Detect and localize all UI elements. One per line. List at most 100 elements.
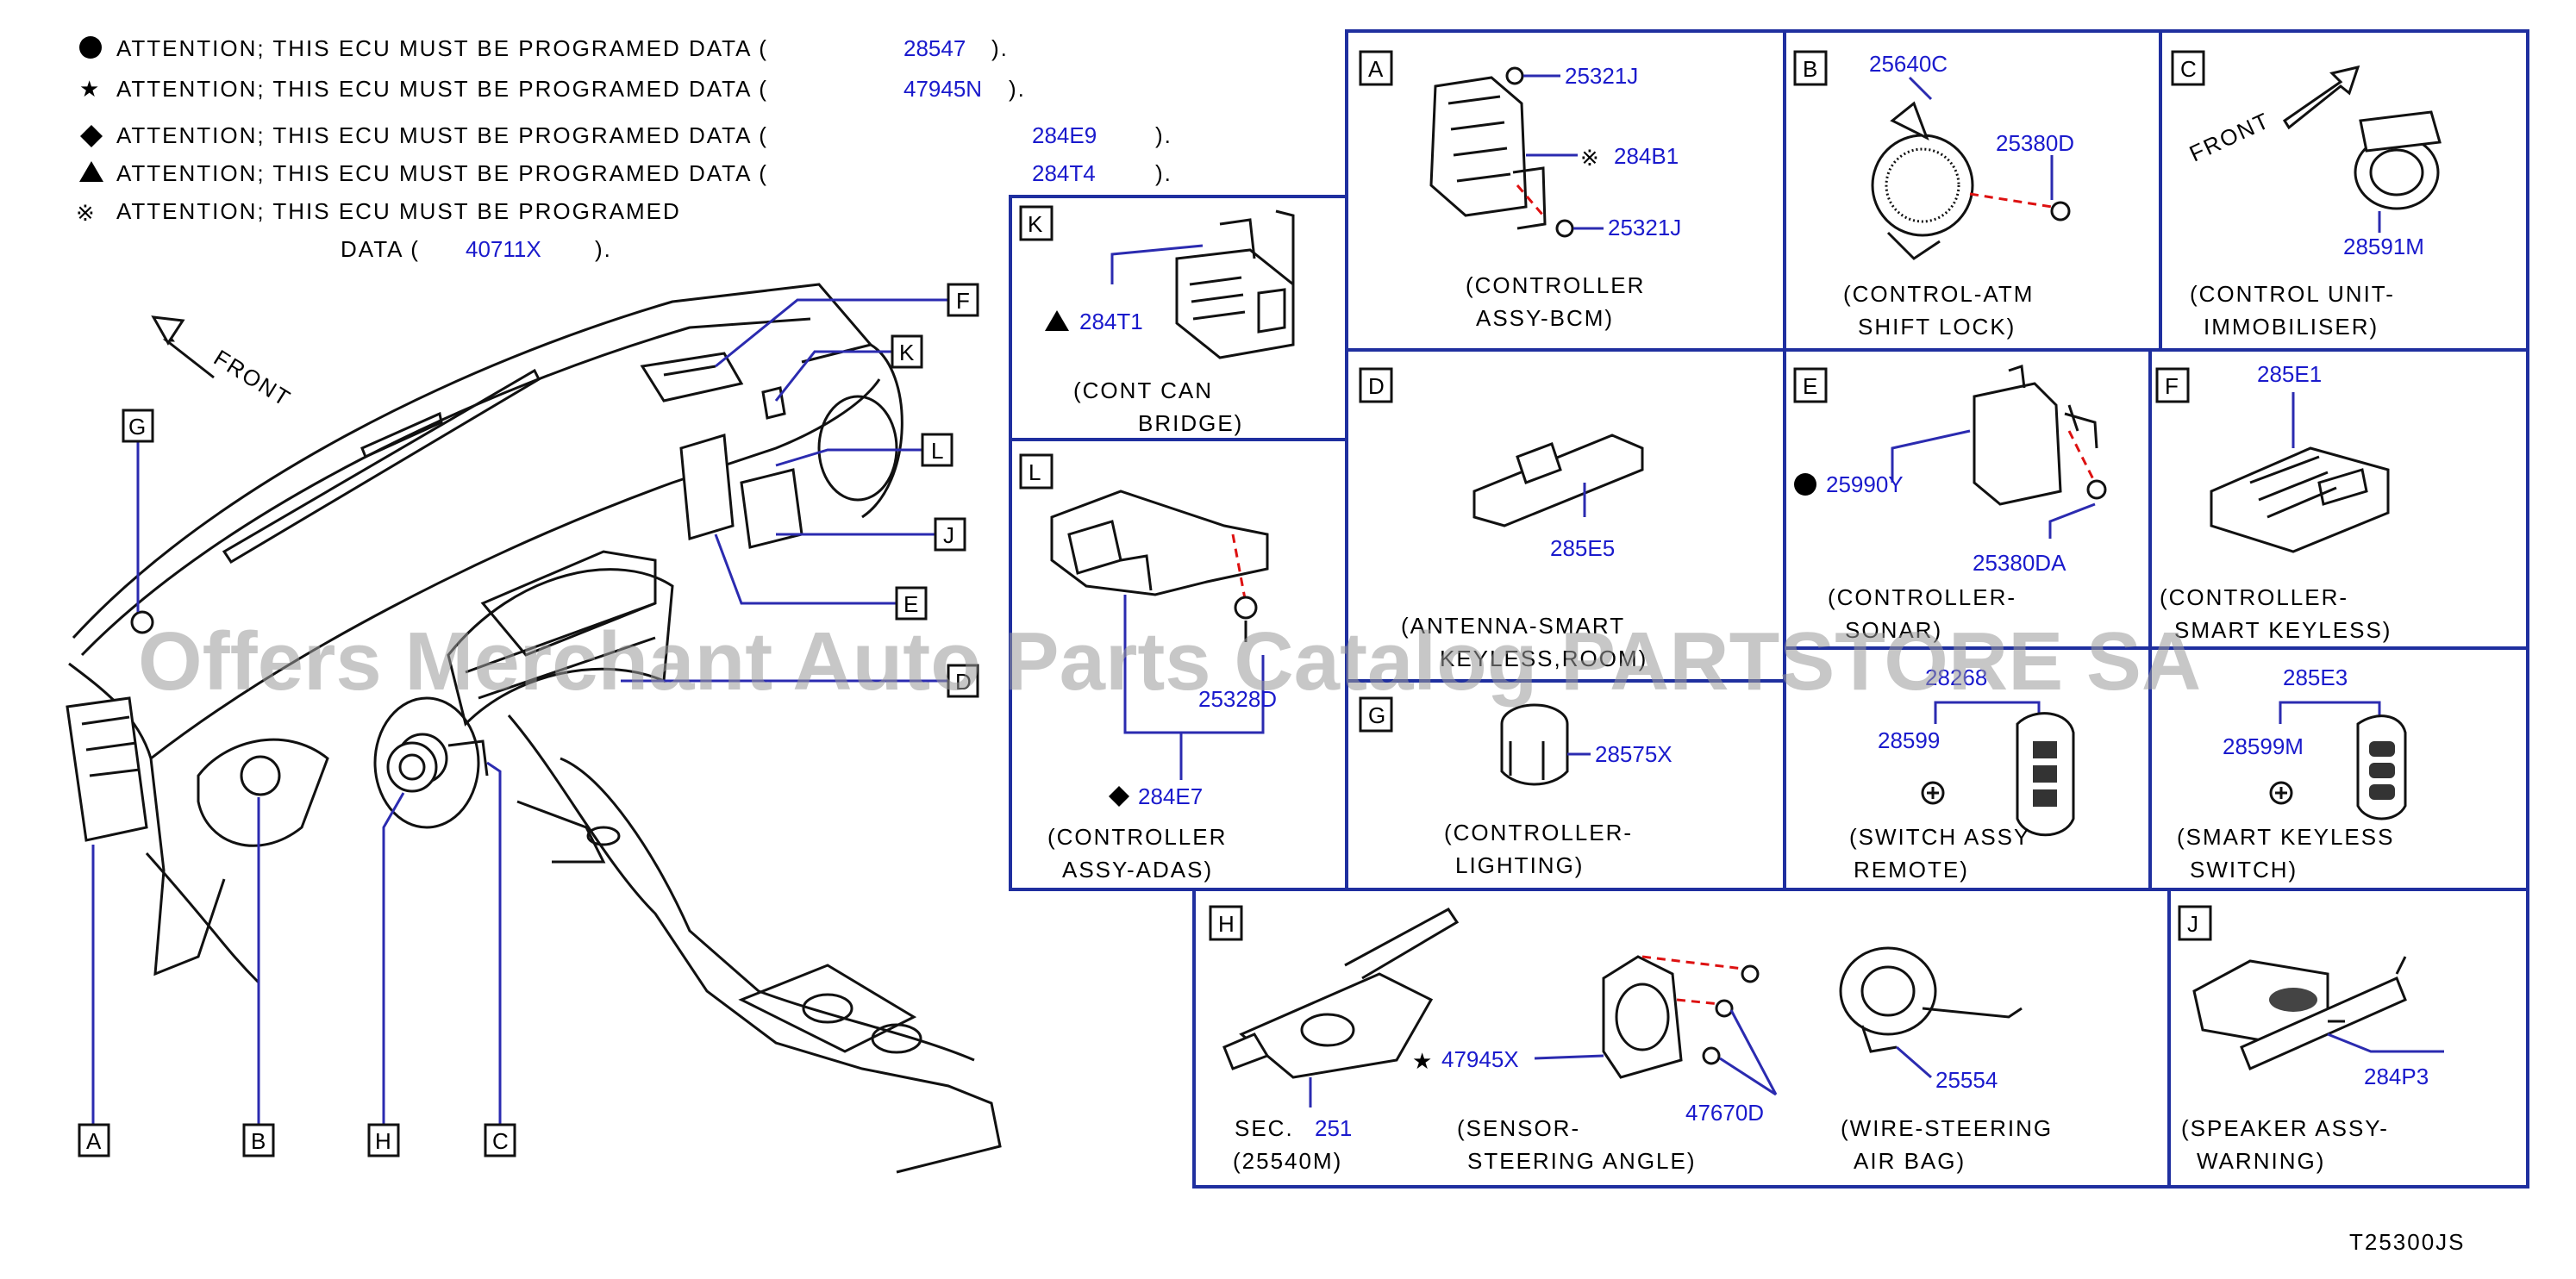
- panel-remote: 28268 28599 (SWITCH ASSY REMOTE): [1849, 664, 2075, 883]
- svg-text:J: J: [2187, 911, 2198, 937]
- circle-mark-icon: [1794, 473, 1816, 496]
- dashboard-overview: FRONT: [66, 283, 1002, 1174]
- svg-text:F: F: [956, 288, 970, 314]
- cup-holder: [738, 964, 917, 1053]
- caption-e-1: (CONTROLLER-: [1828, 584, 2016, 610]
- caption-a-2: ASSY-BCM): [1476, 305, 1614, 331]
- svg-text:G: G: [1368, 702, 1385, 728]
- caption-f-1: (CONTROLLER-: [2160, 584, 2348, 610]
- svg-text:K: K: [1028, 211, 1043, 237]
- diamond-symbol-icon: [80, 125, 103, 147]
- panel-letter-l: [1019, 453, 1054, 490]
- pn-h-2: 47670D: [1685, 1100, 1764, 1126]
- lighting-switch: [130, 610, 154, 634]
- bcm-unit: [66, 696, 148, 842]
- panel-l: L 25328D 284E7 (CONTROLLER ASSY-ADAS): [1019, 453, 1277, 883]
- attention-line-5-cont: DATA (: [341, 236, 420, 262]
- svg-text:B: B: [1803, 56, 1817, 82]
- caption-j-1: (SPEAKER ASSY-: [2181, 1115, 2389, 1141]
- panel-smart-switch: 285E3 28599M (SMART KEYLESS SWITCH): [2177, 664, 2407, 883]
- caption-wire-1: (WIRE-STEERING: [1841, 1115, 2053, 1141]
- pn-a-1: 25321J: [1565, 63, 1638, 89]
- pn-h-1: 47945X: [1441, 1046, 1519, 1072]
- caption-smartsw-1: (SMART KEYLESS: [2177, 824, 2394, 850]
- attention-pn-3: 284E9: [1032, 122, 1097, 148]
- svg-text:G: G: [128, 414, 146, 440]
- panel-h: H SEC. 251 (25540M) 47670D ★ 47945X (SEN…: [1209, 905, 2053, 1174]
- svg-text:A: A: [1368, 56, 1384, 82]
- steering-angle-sensor: [1602, 955, 1683, 1079]
- caption-b-1: (CONTROL-ATM: [1843, 281, 2034, 307]
- overview-callouts: A B H C G F K L J E: [78, 283, 979, 1157]
- panel-c: C FRONT 28591M (CONTROL UNIT- IMMOBILISE…: [2171, 50, 2442, 340]
- screw-icon: [2086, 479, 2107, 500]
- caption-j-2: WARNING): [2197, 1148, 2325, 1174]
- center-display: [480, 550, 657, 657]
- sec-prefix: SEC.: [1235, 1115, 1294, 1141]
- screw-icon: [1715, 999, 1734, 1018]
- steering-sensor-small: [386, 741, 438, 793]
- caption-g-2: LIGHTING): [1455, 852, 1584, 878]
- svg-text:H: H: [375, 1128, 391, 1154]
- svg-text:D: D: [955, 669, 972, 695]
- caption-c-2: IMMOBILISER): [2204, 314, 2379, 340]
- pn-k-1: 284T1: [1079, 309, 1143, 334]
- panel-j: J 284P3 (SPEAKER ASSY- WARNING): [2178, 905, 2444, 1174]
- ignition-switch: [240, 755, 281, 796]
- svg-text:J: J: [943, 522, 954, 548]
- bcm-controller: [1429, 76, 1528, 217]
- pn-l-2: 284E7: [1138, 783, 1203, 809]
- caption-remote-1: (SWITCH ASSY: [1849, 824, 2030, 850]
- svg-text:).: ).: [1155, 122, 1172, 148]
- svg-text:K: K: [899, 340, 915, 365]
- pn-h-3: 25554: [1935, 1067, 1998, 1093]
- svg-text:H: H: [1218, 911, 1235, 937]
- callout-box-l: [921, 433, 953, 467]
- front-label-c: FRONT: [2185, 107, 2274, 166]
- callout-box-b: [242, 1123, 275, 1157]
- panel-letter-b: [1793, 50, 1828, 86]
- panel-letter-h: [1209, 905, 1243, 941]
- reference-mark-icon: ※: [1580, 145, 1599, 171]
- svg-text:).: ).: [991, 35, 1009, 61]
- screw-icon: [2050, 201, 2071, 221]
- pn-smartsw-1: 285E3: [2283, 664, 2348, 690]
- svg-text:).: ).: [1009, 76, 1026, 102]
- callout-box-k: [891, 334, 923, 369]
- pn-d-1: 285E5: [1550, 535, 1615, 561]
- panel-letter-d: [1359, 367, 1393, 403]
- caption-sensor-2: STEERING ANGLE): [1467, 1148, 1697, 1174]
- panel-b: B 25640C 25380D (CONTROL-ATM SHIFT LOCK): [1793, 50, 2074, 340]
- attention-notes: ATTENTION; THIS ECU MUST BE PROGRAMED DA…: [76, 35, 1172, 262]
- speaker-bracket: [2240, 976, 2407, 1071]
- attention-line-2: ATTENTION; THIS ECU MUST BE PROGRAMED DA…: [116, 76, 768, 102]
- side-vent-right: [817, 395, 898, 502]
- front-label: FRONT: [209, 345, 296, 412]
- center-console: [507, 714, 1002, 1174]
- triangle-mark-icon: [1045, 310, 1069, 331]
- screw-icon: [1505, 66, 1524, 85]
- caption-f-2: SMART KEYLESS): [2174, 617, 2392, 643]
- pn-b-2: 25380D: [1996, 130, 2074, 156]
- pn-e-2: 25380DA: [1973, 550, 2066, 576]
- svg-text:E: E: [903, 591, 918, 617]
- panel-letter-f: [2155, 367, 2190, 403]
- steering-column-area: [373, 696, 480, 829]
- watermark: Offers Merchant Auto Parts Catalog PARTS…: [138, 615, 2201, 708]
- front-arrow-icon: [2282, 65, 2360, 130]
- keyless-unit-small: [640, 352, 744, 402]
- callout-box-e: [895, 586, 928, 621]
- callout-box-f: [947, 283, 979, 317]
- can-bridge-unit: [1175, 248, 1295, 359]
- defrost-vent: [222, 368, 541, 565]
- caption-d-2: KEYLESS,ROOM): [1440, 646, 1648, 671]
- caption-d-1: (ANTENNA-SMART: [1401, 613, 1625, 639]
- smart-keyless-antenna: [1472, 434, 1644, 527]
- pn-c-1: 28591M: [2343, 234, 2424, 259]
- callout-box-h: [367, 1123, 400, 1157]
- screw-icon: [1555, 219, 1574, 238]
- svg-text:B: B: [251, 1128, 266, 1154]
- attention-pn-2: 47945N: [903, 76, 982, 102]
- callout-box-j: [934, 517, 966, 552]
